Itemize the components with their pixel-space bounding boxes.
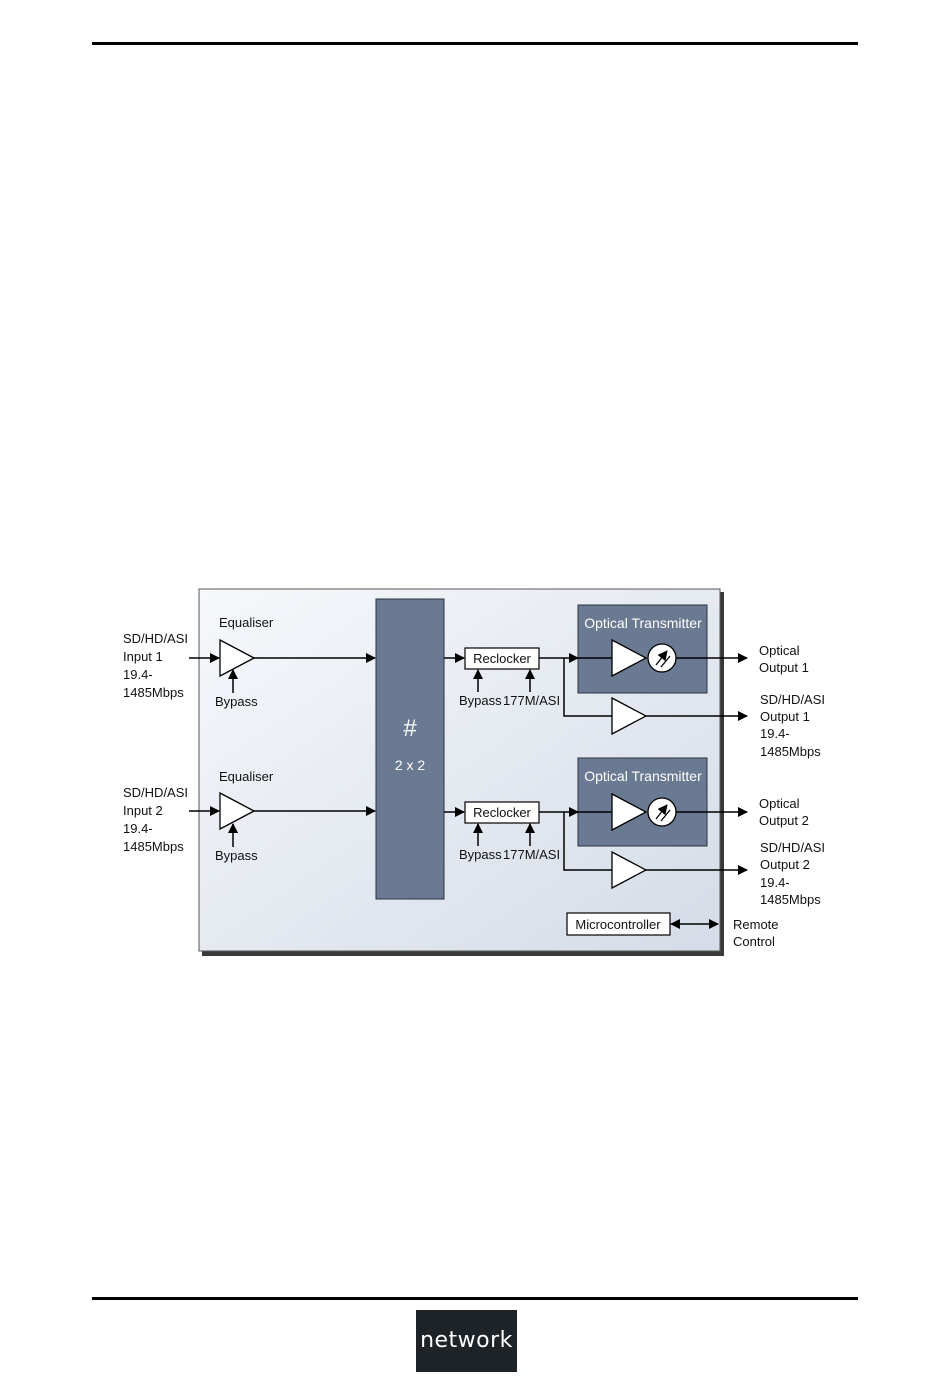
- optical-transmitter-2-label: Optical Transmitter: [584, 768, 702, 784]
- equaliser-2-amp-icon: [219, 791, 256, 831]
- header-rule: [92, 42, 858, 45]
- matrix-size: 2 x 2: [395, 757, 426, 773]
- input-1-label-line-3: 19.4-: [123, 667, 153, 682]
- optical-output-2-label-line-1: Optical: [759, 796, 800, 811]
- tx-1-driver-amp-icon: [611, 638, 648, 678]
- reclocker-2-mode-label: 177M/ASI: [503, 847, 560, 862]
- matrix-block: [375, 598, 445, 900]
- equaliser-2-label: Equaliser: [219, 769, 274, 784]
- equaliser-1-amp-icon: [219, 638, 256, 678]
- electrical-output-2-line-2: Output 2: [760, 857, 810, 872]
- network-logo-text: network: [420, 1328, 513, 1353]
- equaliser-1-label: Equaliser: [219, 615, 274, 630]
- footer-rule: [92, 1297, 858, 1300]
- optical-output-1-label-line-1: Optical: [759, 643, 800, 658]
- reclocker-2-label: Reclocker: [473, 805, 531, 820]
- reclocker-1-label: Reclocker: [473, 651, 531, 666]
- optical-output-2-label-line-2: Output 2: [759, 813, 809, 828]
- optical-transmitter-1-label: Optical Transmitter: [584, 615, 702, 631]
- input-2-label-line-1: SD/HD/ASI: [123, 785, 188, 800]
- input-1-label-line-2: Input 1: [123, 649, 163, 664]
- tx-2-laser-ray2-icon: [660, 809, 671, 822]
- input-1-label-line-1: SD/HD/ASI: [123, 631, 188, 646]
- tx-1-laser-ray-icon: [655, 650, 668, 666]
- electrical-output-2-line-3: 19.4-: [760, 875, 790, 890]
- tx-2-laser-ray-icon: [655, 804, 668, 820]
- remote-control-label-line-1: Remote: [733, 917, 779, 932]
- input-2-label-line-2: Input 2: [123, 803, 163, 818]
- reclocker-1-mode-label: 177M/ASI: [503, 693, 560, 708]
- output-1-driver-amp-icon: [611, 696, 648, 736]
- electrical-output-2-line-4: 1485Mbps: [760, 892, 821, 907]
- tx-1-laser-ray2-icon: [660, 655, 671, 668]
- input-1-label-line-4: 1485Mbps: [123, 685, 184, 700]
- split-2-line: [563, 812, 612, 871]
- optical-transmitter-1-box: [577, 604, 708, 694]
- output-2-driver-amp-icon: [611, 850, 648, 890]
- electrical-output-1-line-3: 19.4-: [760, 726, 790, 741]
- tx-2-driver-amp-icon: [611, 792, 648, 832]
- matrix-symbol: #: [403, 715, 417, 742]
- optical-transmitter-2-box: [577, 757, 708, 847]
- bypass-2-label: Bypass: [215, 848, 258, 863]
- electrical-output-2-line-1: SD/HD/ASI: [760, 840, 825, 855]
- microcontroller-label: Microcontroller: [575, 917, 661, 932]
- input-2-label-line-4: 1485Mbps: [123, 839, 184, 854]
- electrical-output-1-line-1: SD/HD/ASI: [760, 692, 825, 707]
- reclocker-1-bypass-label: Bypass: [459, 693, 502, 708]
- electrical-output-1-line-2: Output 1: [760, 709, 810, 724]
- optical-output-1-label-line-2: Output 1: [759, 660, 809, 675]
- reclocker-2-bypass-label: Bypass: [459, 847, 502, 862]
- input-2-label-line-3: 19.4-: [123, 821, 153, 836]
- electrical-output-1-line-4: 1485Mbps: [760, 744, 821, 759]
- split-1-line: [563, 658, 612, 717]
- remote-control-label-line-2: Control: [733, 934, 775, 949]
- network-logo: network: [416, 1310, 517, 1372]
- bypass-1-label: Bypass: [215, 694, 258, 709]
